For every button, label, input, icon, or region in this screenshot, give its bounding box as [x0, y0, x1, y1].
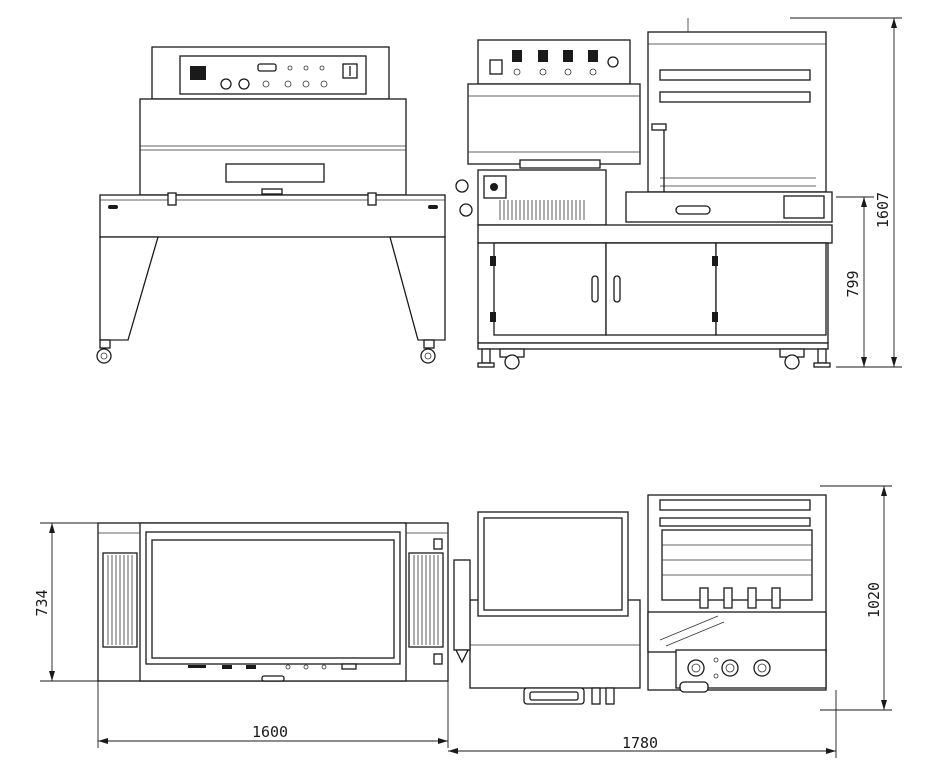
tunnel-conveyor: [99, 194, 446, 238]
dim-table-height: 799: [844, 270, 862, 297]
caster-wheel: [420, 348, 436, 364]
top-l-sealer: [453, 494, 827, 705]
caster-wheel: [504, 354, 520, 370]
front-shrink-tunnel: [96, 46, 446, 364]
tunnel-leg-right: [389, 236, 446, 341]
front-l-sealer: [455, 18, 833, 370]
dim-sealer-depth: 1020: [865, 582, 883, 618]
dim-tunnel-length: 1600: [252, 723, 288, 741]
tunnel-control-panel: [179, 55, 367, 95]
film-frame: [647, 31, 827, 193]
dim-sealer-length: 1780: [622, 734, 658, 752]
dim-total-height: 1607: [874, 192, 892, 228]
dim-tunnel-depth: 734: [33, 589, 51, 616]
tunnel-plan-chamber: [151, 539, 395, 659]
caster-wheel: [96, 348, 112, 364]
tunnel-leg-left: [99, 236, 159, 341]
control-knob: [687, 659, 705, 677]
caster-wheel: [784, 354, 800, 370]
top-dimensions: 734 1020 1600 1780: [33, 485, 892, 758]
sealing-head: [467, 83, 641, 165]
front-height-dimensions: 1607 799: [790, 17, 902, 368]
sealer-cabinet-top: [477, 224, 833, 244]
control-knob: [721, 659, 739, 677]
control-knob: [753, 659, 771, 677]
top-shrink-tunnel: [97, 522, 449, 682]
tunnel-window: [225, 163, 325, 183]
